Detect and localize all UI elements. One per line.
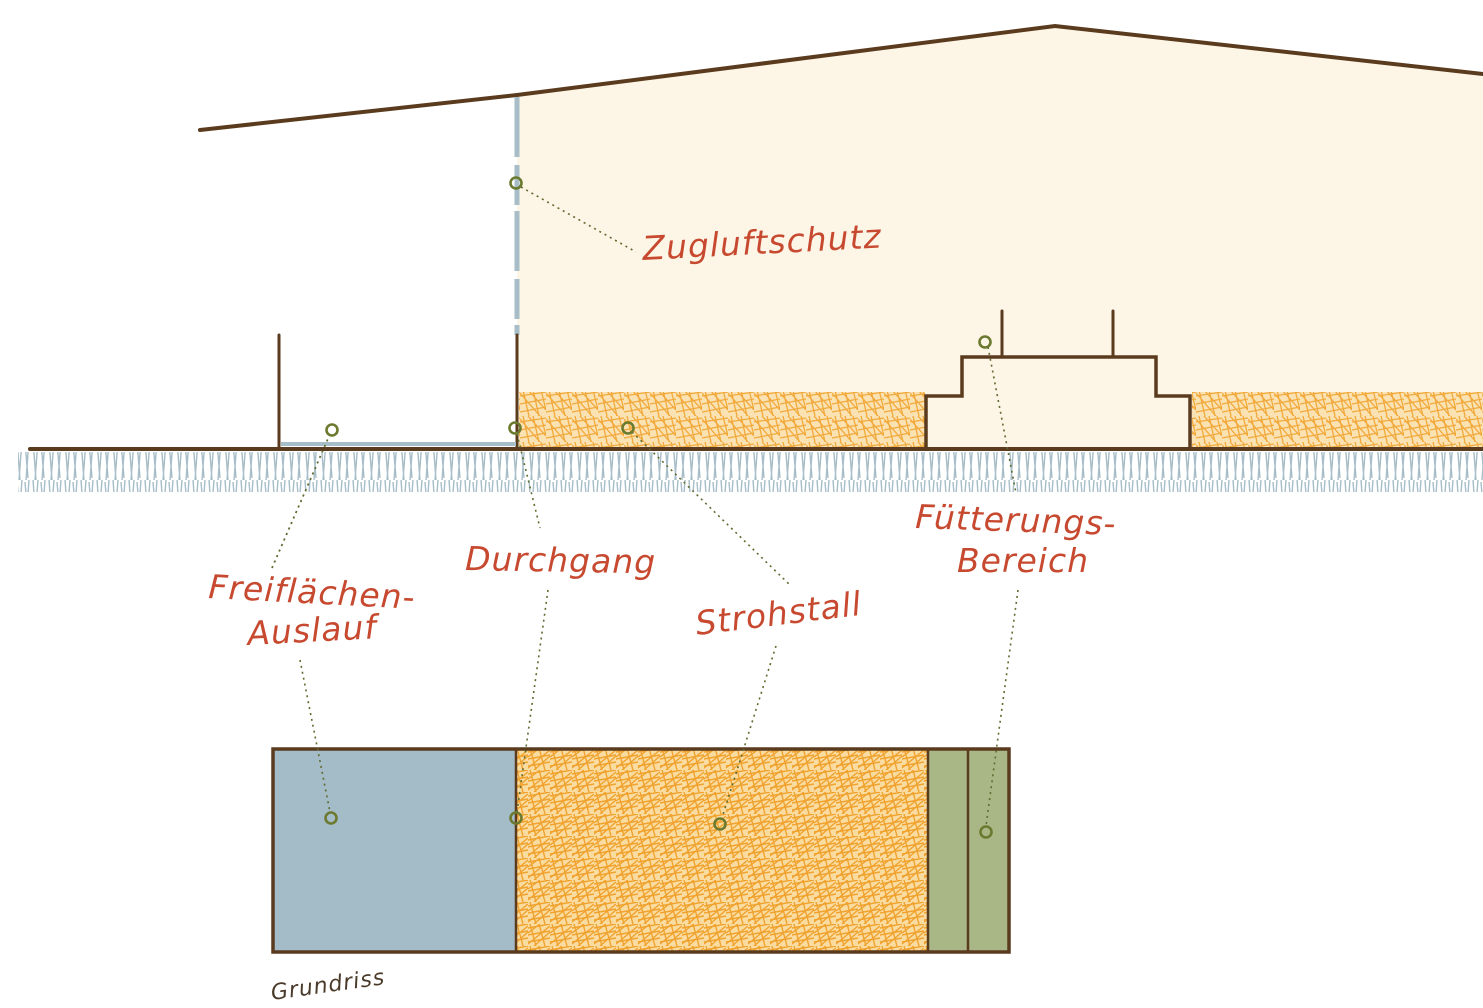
leader-freiflaechen-bottom: [299, 659, 331, 813]
marker-strohstall-section: [621, 421, 635, 435]
barn-interior: [517, 26, 1483, 448]
leader-freiflaechen-top: [271, 433, 331, 569]
straw-bedding-left: [519, 392, 925, 448]
roof-line: [198, 23, 1483, 132]
marker-durchgang-section: [508, 421, 522, 435]
plan-outline: [271, 747, 1011, 954]
label-fuetterung-line1: Fütterungs-: [915, 497, 1117, 543]
plan-outdoor-area: [274, 750, 516, 952]
marker-zugluftschutz: [509, 176, 523, 190]
leader-zugluftschutz: [520, 186, 637, 253]
leader-strohstall-bottom: [721, 645, 777, 819]
straw-bedding-right: [1192, 392, 1483, 448]
leader-durchgang-bottom: [516, 589, 549, 813]
leader-fuetterung-top: [987, 346, 1017, 494]
label-durchgang: Durchgang: [465, 539, 657, 581]
marker-fuetterung-section: [978, 335, 992, 349]
marker-freiflaechen-section: [325, 423, 339, 437]
label-fuetterung-line2: Bereich: [957, 541, 1089, 580]
label-freiflaechen-line1: Freiflächen-: [208, 567, 417, 617]
plan-straw-area: [516, 750, 928, 952]
marker-strohstall-plan: [713, 817, 727, 831]
label-strohstall: Strohstall: [693, 584, 864, 643]
feeding-platform: [924, 355, 1192, 450]
marker-freiflaechen-plan: [324, 811, 338, 825]
marker-durchgang-plan: [509, 811, 523, 825]
marker-fuetterung-plan: [979, 825, 993, 839]
leader-durchgang-top: [516, 433, 541, 529]
leader-strohstall-top: [631, 431, 791, 586]
label-grundriss: Grundriss: [269, 965, 386, 1006]
label-freiflaechen-line2: Auslauf: [244, 607, 381, 653]
ground-hatch: [18, 452, 1483, 492]
leader-fuetterung-bottom: [985, 589, 1019, 827]
